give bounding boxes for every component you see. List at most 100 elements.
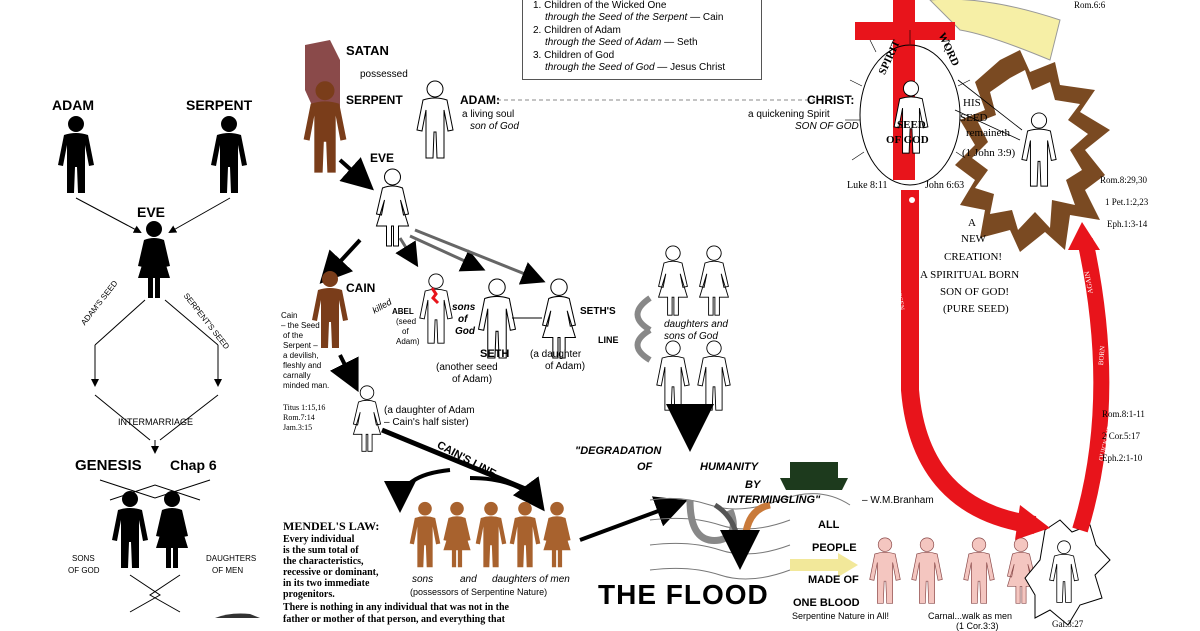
adam-figure: [58, 116, 94, 193]
rom811-0: Rom.8:1-11: [1102, 409, 1145, 419]
label-daughters: DAUGHTERS: [206, 554, 257, 563]
daughter-of-men-figure: [156, 491, 188, 568]
legend-1-suffix: — Cain: [687, 12, 724, 23]
cain-desc-1: – the Seed: [281, 321, 320, 330]
seths-line-0: SETH'S: [580, 306, 616, 317]
label-by: BY: [745, 479, 761, 491]
daughter-adam-0: (a daughter: [530, 349, 582, 360]
all-people-1: PEOPLE: [812, 542, 857, 554]
all-people-0: ALL: [818, 519, 840, 531]
label-adam-sub1: a living soul: [462, 109, 515, 120]
cain-desc-3: Serpent –: [283, 341, 318, 350]
cain-desc-2: of the: [283, 331, 304, 340]
half-sister-1: – Cain's half sister): [384, 417, 469, 428]
seth-sub-0: (another seed: [436, 362, 498, 373]
legend-2-line1: 2. Children of Adam: [533, 25, 621, 36]
abel-1: (seed: [396, 317, 417, 326]
cain-figure: [312, 271, 348, 348]
his-seed-1: SEED: [960, 112, 988, 124]
rom-ref-1: 1 Pet.1:2,23: [1105, 197, 1149, 207]
his-seed-3: (1 John 3:9): [962, 147, 1016, 159]
new-creation-2: CREATION!: [944, 251, 1003, 263]
seed-of-god-1: OF GOD: [886, 134, 929, 146]
abel-3: Adam): [396, 337, 420, 346]
mendel-title: MENDEL'S LAW:: [283, 519, 380, 533]
label-of: OF: [637, 461, 653, 473]
label-serpentine-all: Serpentine Nature in All!: [792, 611, 890, 621]
legend-2-line2: through the Seed of Adam: [545, 37, 662, 48]
cain-desc-5: fleshly and: [283, 361, 322, 370]
mendel-long-1: father or mother of that person, and eve…: [283, 614, 505, 625]
cain-desc-6: carnally: [283, 371, 311, 380]
sons-men-2: daughters of men: [492, 574, 570, 585]
christ-halo: [859, 44, 961, 186]
label-john: John 6:63: [925, 180, 965, 191]
legend-2-suffix: — Seth: [661, 37, 698, 48]
abel-0: ABEL: [392, 307, 414, 316]
cains-line-figures: [409, 501, 571, 568]
mendel-5: progenitors.: [283, 589, 335, 600]
seth-figure: [478, 278, 516, 359]
label-luke: Luke 8:11: [847, 180, 888, 191]
cain-wife-figure: [352, 385, 382, 452]
ark-icon: [780, 462, 848, 490]
all-people-2: MADE OF: [808, 574, 859, 586]
new-creation-0: A: [968, 217, 976, 229]
legend-1-line1: 1. Children of the Wicked One: [533, 0, 667, 11]
born-again-burst: [1024, 519, 1111, 626]
new-creation-5: (PURE SEED): [943, 303, 1009, 315]
label-adam-title: ADAM:: [460, 93, 500, 107]
legend-box: 1. Children of the Wicked One through th…: [522, 0, 762, 80]
chosen-arrow: [901, 190, 1037, 534]
mendel-long-0: There is nothing in any individual that …: [283, 602, 509, 613]
satan-figure: [305, 40, 340, 112]
label-seth: SETH: [480, 348, 510, 360]
all-people-3: ONE BLOOD: [793, 597, 860, 609]
label-humanity: HUMANITY: [700, 461, 759, 473]
sons-men-0: sons: [412, 574, 434, 585]
legend-1-line2: through the Seed of the Serpent: [545, 12, 688, 23]
his-seed-2: remaineth: [966, 127, 1010, 139]
son-of-god-figure: [112, 491, 148, 568]
label-branham: – W.M.Branham: [862, 495, 934, 506]
abel-2: of: [402, 327, 409, 336]
label-christ-sub2: SON OF GOD: [795, 121, 859, 132]
legend-3-line1: 3. Children of God: [533, 50, 615, 61]
label-possessors: (possessors of Serpentine Nature): [410, 587, 548, 597]
label-adam-sub2: son of God: [470, 121, 519, 132]
eve-figure: [138, 221, 170, 298]
cain-ref-0: Titus 1:15,16: [283, 403, 326, 412]
cain-ref-1: Rom.7:14: [283, 413, 315, 422]
label-chap: Chap 6: [170, 457, 217, 473]
label-carnal: Carnal...walk as men: [928, 611, 1013, 621]
label-the-flood: THE FLOOD: [598, 579, 769, 610]
label-of-men: OF MEN: [212, 566, 244, 575]
his-seed-0: HIS: [963, 97, 981, 109]
sons-0: sons: [452, 302, 476, 313]
label-satan: SATAN: [346, 43, 389, 58]
cain-desc-4: a devilish,: [283, 351, 319, 360]
cain-ref-2: Jam.3:15: [283, 423, 313, 432]
yellow-beam: [929, 0, 1061, 61]
left-panel-graphics: [58, 116, 260, 618]
seths-line-1: LINE: [598, 335, 619, 345]
cain-desc-7: minded man.: [283, 381, 330, 390]
rom-ref-0: Rom.8:29,30: [1100, 175, 1148, 185]
label-genesis: GENESIS: [75, 457, 142, 474]
seth-sub-1: of Adam): [452, 374, 493, 385]
legend-3-line2: through the Seed of God: [545, 62, 655, 73]
rom811-2: Eph.2:1-10: [1102, 453, 1143, 463]
label-carnal-ref: (1 Cor.3:3): [956, 621, 999, 631]
label-intermingling: INTERMINGLING": [727, 494, 821, 506]
seth-wife-figure: [542, 278, 576, 359]
label-christ: CHRIST:: [807, 93, 855, 107]
daughters-sons-1: sons of God: [664, 331, 718, 342]
mendel-2: the characteristics,: [283, 556, 364, 567]
label-intermarriage: INTERMARRIAGE: [118, 417, 194, 427]
mendel-1: is the sum total of: [283, 545, 359, 556]
mendel-0: Every individual: [283, 534, 355, 545]
mendel-3: recessive or dominant,: [283, 567, 379, 578]
abel-figure: [419, 273, 453, 344]
